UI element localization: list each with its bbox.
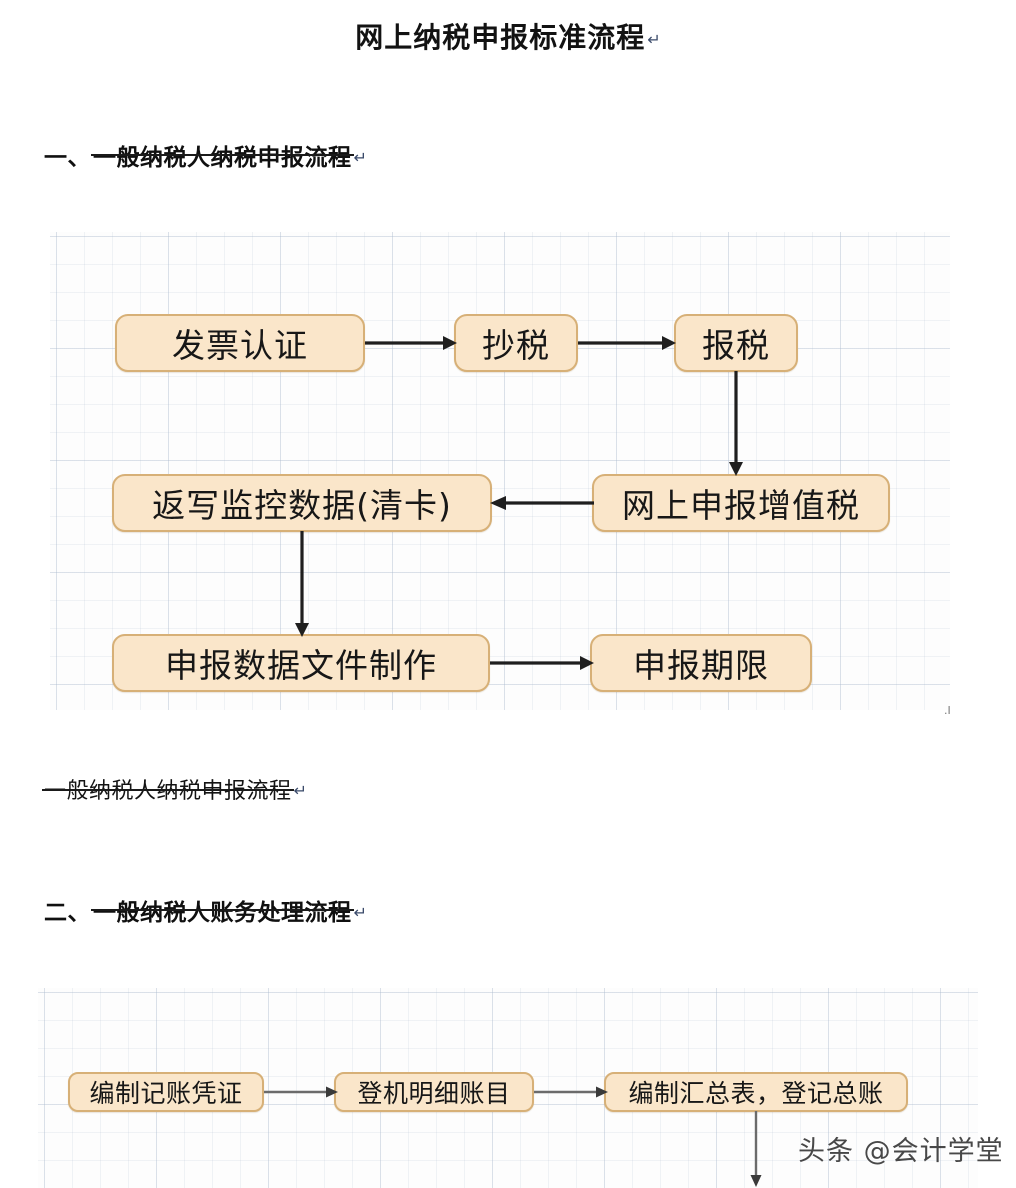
flow2-edge-pingzheng-to-mingxi <box>264 1084 338 1100</box>
flow1-node-chaoshui: 抄税 <box>454 314 578 372</box>
paragraph-mark: ↵ <box>353 148 367 167</box>
stray-mark: .I <box>944 704 951 717</box>
flowchart-2-canvas: 编制记账凭证 登机明细账目 编制汇总表，登记总账 <box>38 988 978 1188</box>
flow1-node-fapiao-renzheng: 发票认证 <box>115 314 365 372</box>
flow1-edge-fapiao-to-chaoshui <box>365 333 457 353</box>
flow1-node-baoshui: 报税 <box>674 314 798 372</box>
page-title: 网上纳税申报标准流程↵ <box>0 16 1016 56</box>
page-title-text: 网上纳税申报标准流程 <box>355 21 646 54</box>
watermark: 头条 @会计学堂 <box>798 1136 1004 1167</box>
flow1-edge-baoshui-to-wangshang <box>726 371 746 476</box>
flow1-node-shenbao-qixian: 申报期限 <box>590 634 812 692</box>
section-title-2: 一般纳税人账务处理流程 <box>91 893 353 927</box>
section-heading-1: 一、一般纳税人纳税申报流程↵ <box>44 138 367 172</box>
paragraph-mark: ↵ <box>293 781 307 800</box>
flow1-edge-chaoshui-to-baoshui <box>578 333 676 353</box>
flowchart-1-caption: 一般纳税人纳税申报流程↵ <box>42 773 307 805</box>
section-number-1: 一、 <box>44 145 91 171</box>
paragraph-mark: ↵ <box>647 30 661 49</box>
flow1-node-shenbao-shuju-wenjian: 申报数据文件制作 <box>112 634 490 692</box>
section-heading-2: 二、一般纳税人账务处理流程↵ <box>44 893 367 927</box>
flow2-node-bianzhi-jizhang-pingzheng: 编制记账凭证 <box>68 1072 264 1112</box>
flow2-edge-mingxi-to-huizongbiao <box>534 1084 608 1100</box>
flowchart-1-caption-text: 一般纳税人纳税申报流程 <box>42 773 294 805</box>
flow2-edge-huizongbiao-down <box>748 1111 764 1188</box>
flow1-edge-wangshang-to-fanxie <box>490 493 594 513</box>
section-title-1: 一般纳税人纳税申报流程 <box>91 138 353 172</box>
paragraph-mark: ↵ <box>353 903 367 922</box>
flow1-node-wangshang-shenbao: 网上申报增值税 <box>592 474 890 532</box>
flow1-node-fanxie-jiankong: 返写监控数据(清卡) <box>112 474 492 532</box>
flow1-edge-fanxie-to-shenbao-shuju <box>292 531 312 637</box>
flow2-node-dengji-mingxi-zhangmu: 登机明细账目 <box>334 1072 534 1112</box>
flow1-edge-shenbao-shuju-to-qixian <box>490 653 594 673</box>
section-number-2: 二、 <box>44 900 91 926</box>
flowchart-1-canvas: 发票认证 抄税 报税 返写监控数据(清卡) 网上申报增值税 申报数据文件制作 申… <box>50 232 950 710</box>
flow2-node-bianzhi-huizongbiao: 编制汇总表，登记总账 <box>604 1072 908 1112</box>
